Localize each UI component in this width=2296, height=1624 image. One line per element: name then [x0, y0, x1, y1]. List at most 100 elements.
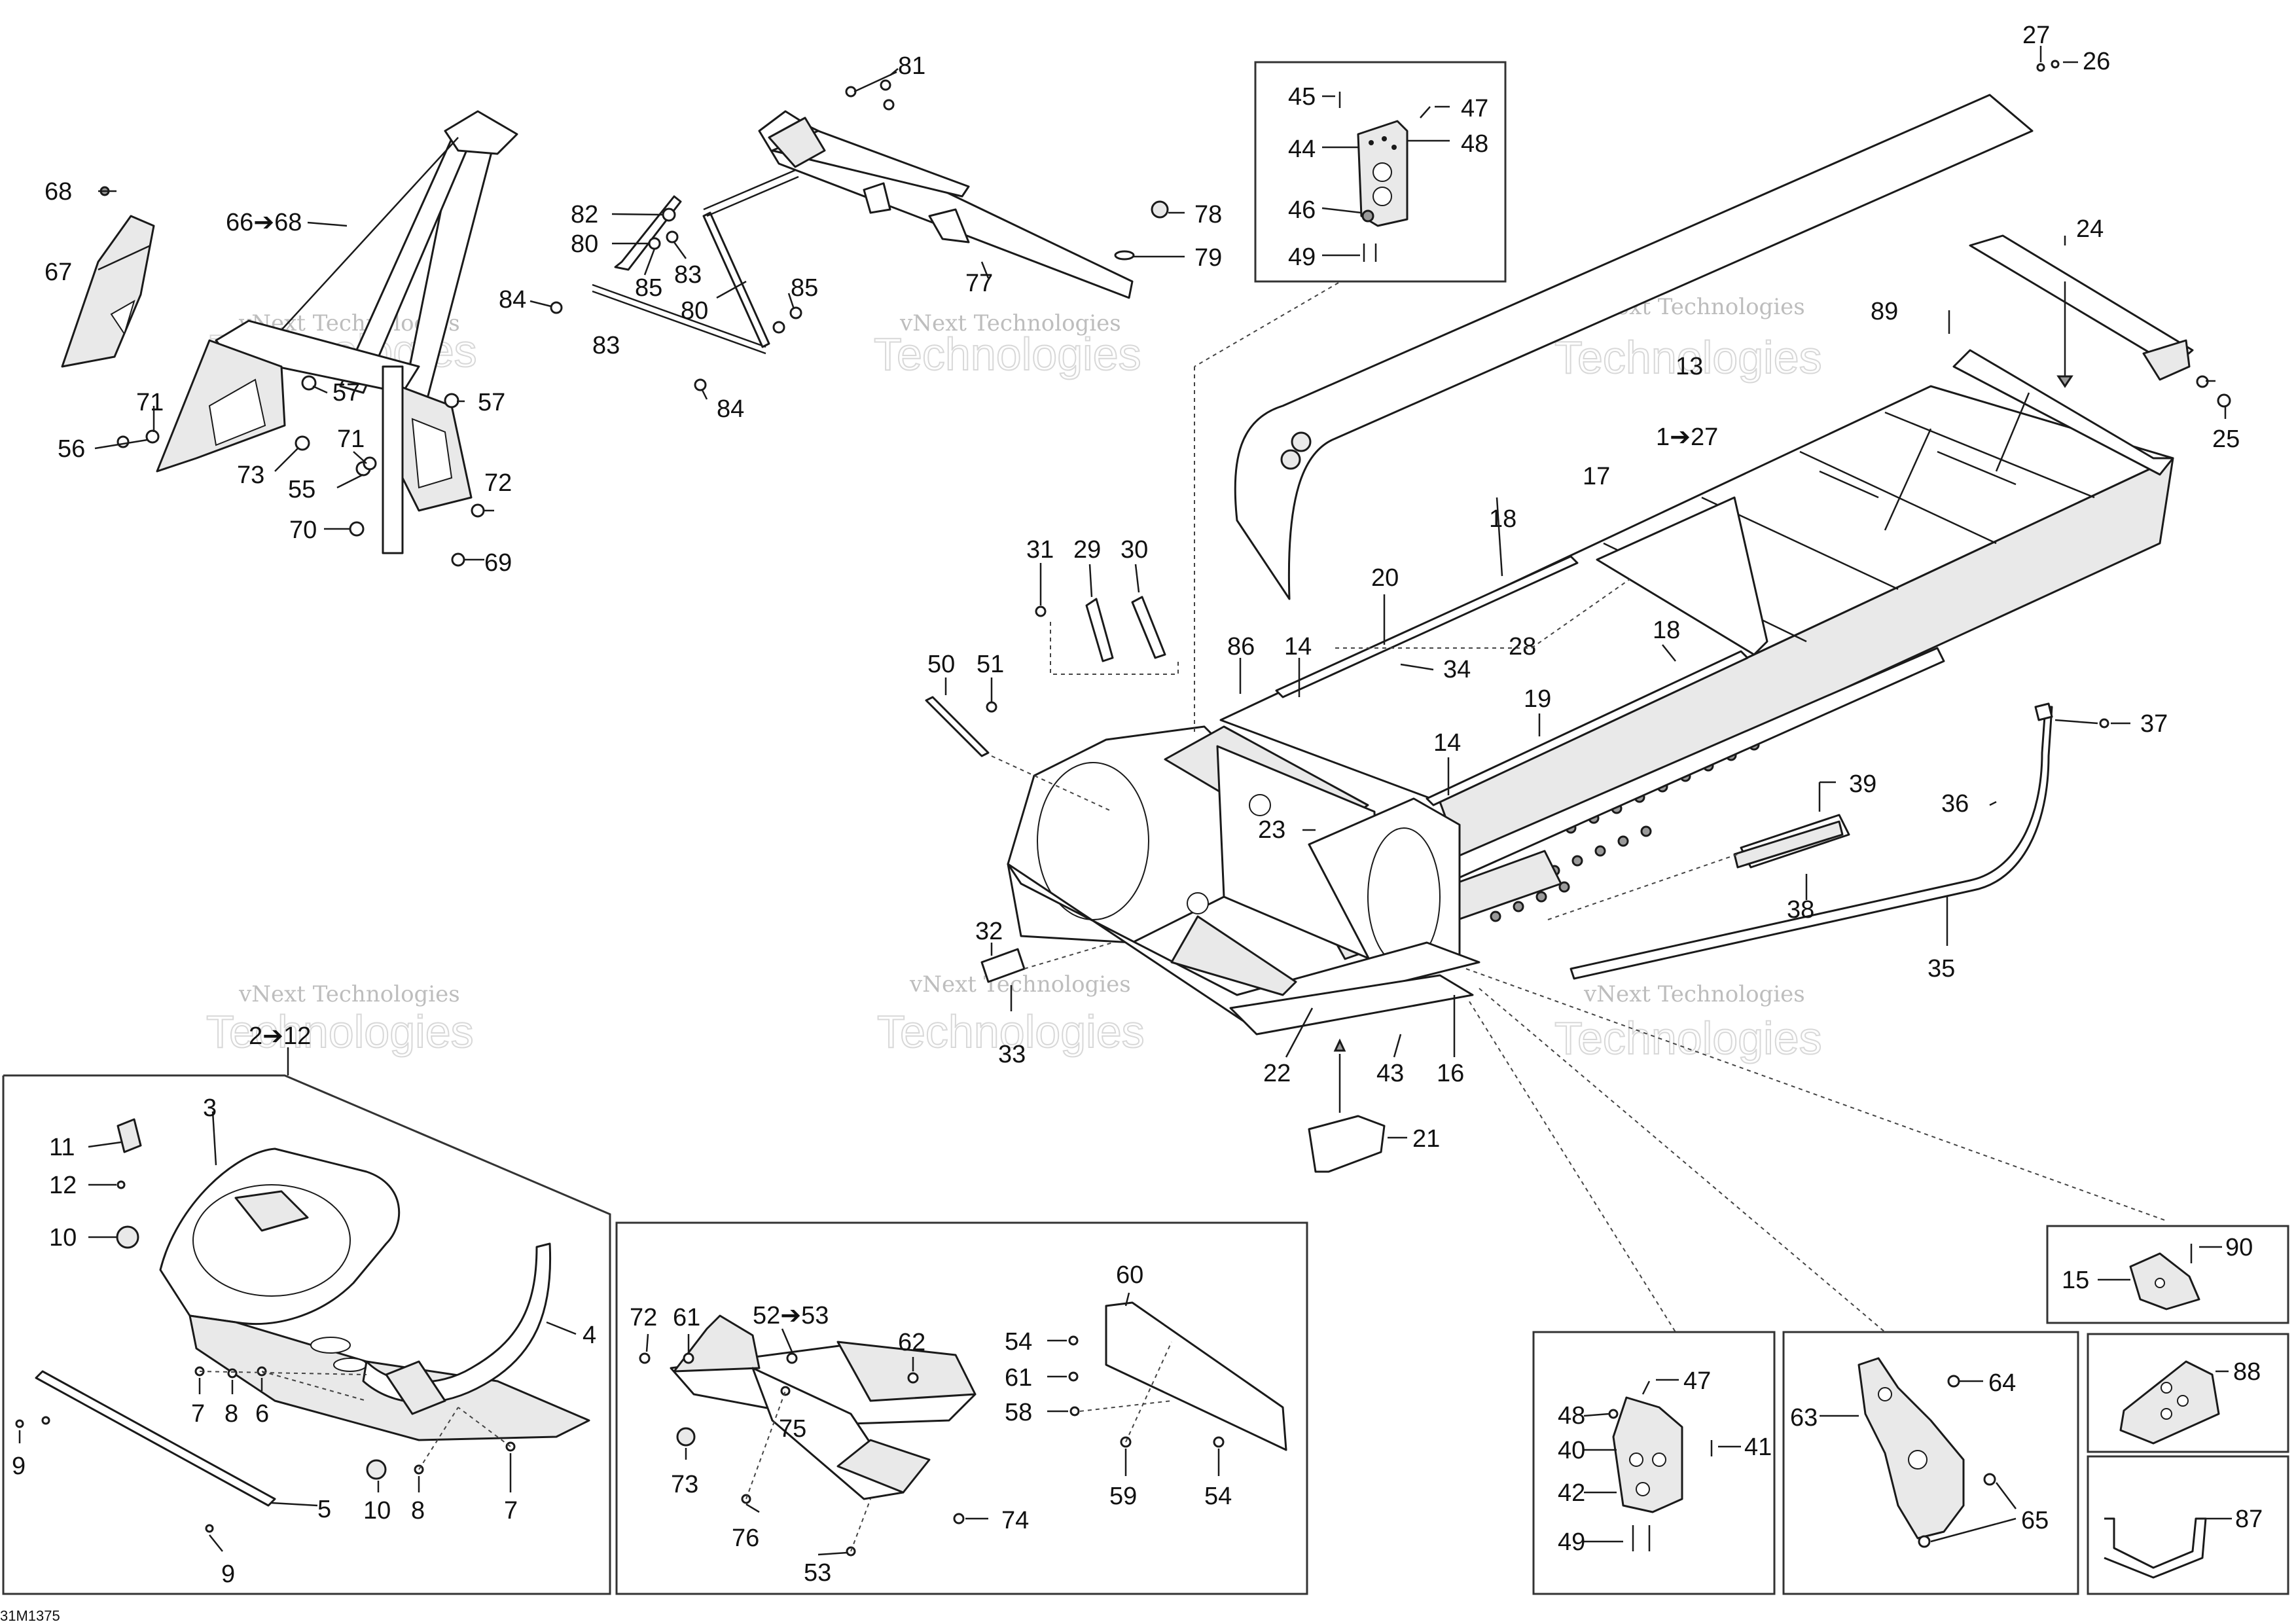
callout-72: 72 [630, 1304, 657, 1331]
callout-48: 48 [1461, 130, 1488, 158]
callout-53: 53 [804, 1559, 831, 1587]
rear-bumper-35 [1547, 702, 2130, 980]
detail-box-63-65 [1782, 1331, 2079, 1595]
detail-box-88 [2087, 1333, 2289, 1453]
callout-18: 18 [1489, 505, 1516, 533]
steering-support-assembly [529, 68, 1185, 400]
callout-6: 6 [255, 1400, 269, 1428]
callout-7: 7 [191, 1400, 205, 1428]
callout-73: 73 [671, 1471, 698, 1498]
watermark-outline: Technologies [877, 1006, 1145, 1057]
watermark-text: vNext Technologies [899, 310, 1121, 336]
callout-27: 27 [2022, 22, 2050, 49]
callout-79: 79 [1194, 244, 1222, 272]
callout-76: 76 [732, 1525, 759, 1552]
leader-dotted-lines [1194, 282, 2167, 1333]
skid-plate-detail-box [615, 1221, 1308, 1595]
callout-83: 83 [674, 261, 702, 289]
watermark-outline: Technologies [1554, 1013, 1822, 1064]
callout-35: 35 [1928, 955, 1955, 983]
callout-44: 44 [1288, 135, 1316, 163]
callout-61: 61 [1005, 1364, 1032, 1392]
callout-77: 77 [965, 270, 993, 297]
callout-50: 50 [927, 651, 955, 678]
callout-46: 46 [1288, 196, 1316, 224]
detail-box-15-90 [2046, 1225, 2289, 1324]
callout-14: 14 [1284, 633, 1312, 660]
callout-66-68: 66➔68 [226, 209, 302, 236]
skid-plate-assembly [639, 1292, 1287, 1557]
callout-8: 8 [224, 1400, 238, 1428]
bracket-assembly-44-49 [1321, 92, 1450, 262]
callout-41: 41 [1744, 1434, 1772, 1461]
front-frame-assembly [61, 110, 518, 567]
callout-73: 73 [237, 461, 264, 489]
callout-24: 24 [2076, 215, 2104, 243]
callout-36: 36 [1941, 790, 1969, 818]
watermark-text: vNext Technologies [1583, 981, 1805, 1007]
callout-63: 63 [1790, 1404, 1818, 1432]
callout-57: 57 [332, 379, 360, 406]
bracket-detail-box [1254, 61, 1507, 283]
callout-13: 13 [1676, 353, 1703, 380]
callout-14: 14 [1433, 729, 1461, 757]
callout-16: 16 [1437, 1060, 1464, 1087]
callout-52-53: 52➔53 [753, 1302, 829, 1329]
callout-31: 31 [1026, 536, 1054, 564]
callout-23: 23 [1258, 816, 1285, 844]
callout-49: 49 [1288, 244, 1316, 271]
callout-28: 28 [1509, 633, 1536, 660]
callout-9: 9 [12, 1453, 26, 1480]
tunnel-rear-24 [1969, 234, 2231, 419]
callout-5: 5 [317, 1496, 331, 1523]
callout-88: 88 [2233, 1358, 2261, 1386]
callout-71: 71 [337, 425, 365, 453]
callout-34: 34 [1443, 656, 1471, 683]
bracket-87 [2104, 1517, 2232, 1579]
callout-7: 7 [504, 1497, 518, 1525]
callout-19: 19 [1524, 685, 1551, 713]
callout-33: 33 [998, 1041, 1026, 1068]
detail-box-40-49 [1532, 1331, 1776, 1595]
callout-12: 12 [49, 1172, 77, 1199]
tunnel-assembly [1007, 349, 2174, 1036]
callout-87: 87 [2235, 1506, 2263, 1533]
callout-21: 21 [1412, 1125, 1440, 1153]
callout-10: 10 [49, 1224, 77, 1252]
callout-60: 60 [1116, 1261, 1143, 1289]
callout-62: 62 [898, 1329, 925, 1356]
callout-82: 82 [571, 201, 598, 228]
callout-10: 10 [363, 1497, 391, 1525]
callout-15: 15 [2062, 1267, 2089, 1294]
callout-68: 68 [45, 178, 72, 206]
callout-59: 59 [1109, 1483, 1137, 1510]
watermark-text: vNext Technologies [909, 971, 1131, 998]
bracket-88 [2119, 1360, 2229, 1445]
callout-47: 47 [1683, 1367, 1711, 1395]
callout-57: 57 [478, 389, 505, 416]
watermark-outline: Technologies [874, 329, 1141, 380]
bracket-15 [2098, 1244, 2222, 1310]
diagram-code: 31M1375 [0, 1608, 60, 1624]
bracket-21 [1308, 1038, 1407, 1173]
callout-61: 61 [673, 1304, 700, 1331]
callout-84: 84 [717, 395, 744, 423]
callout-72: 72 [484, 469, 512, 497]
callout-26: 26 [2083, 48, 2110, 75]
callout-8: 8 [411, 1497, 425, 1525]
callout-64: 64 [1988, 1369, 2016, 1397]
front-frame-detail-box [2, 1047, 611, 1595]
callout-81: 81 [898, 52, 925, 80]
callout-86: 86 [1227, 633, 1255, 660]
callout-71: 71 [136, 389, 164, 416]
callout-90: 90 [2225, 1234, 2253, 1261]
bracket-63 [1820, 1357, 2017, 1548]
watermark-text: vNext Technologies [238, 981, 460, 1007]
callout-85: 85 [791, 274, 818, 302]
callout-45: 45 [1288, 83, 1316, 111]
callout-54: 54 [1204, 1483, 1232, 1510]
callout-80: 80 [571, 230, 598, 258]
callout-4: 4 [583, 1322, 596, 1349]
callout-42: 42 [1558, 1479, 1585, 1507]
